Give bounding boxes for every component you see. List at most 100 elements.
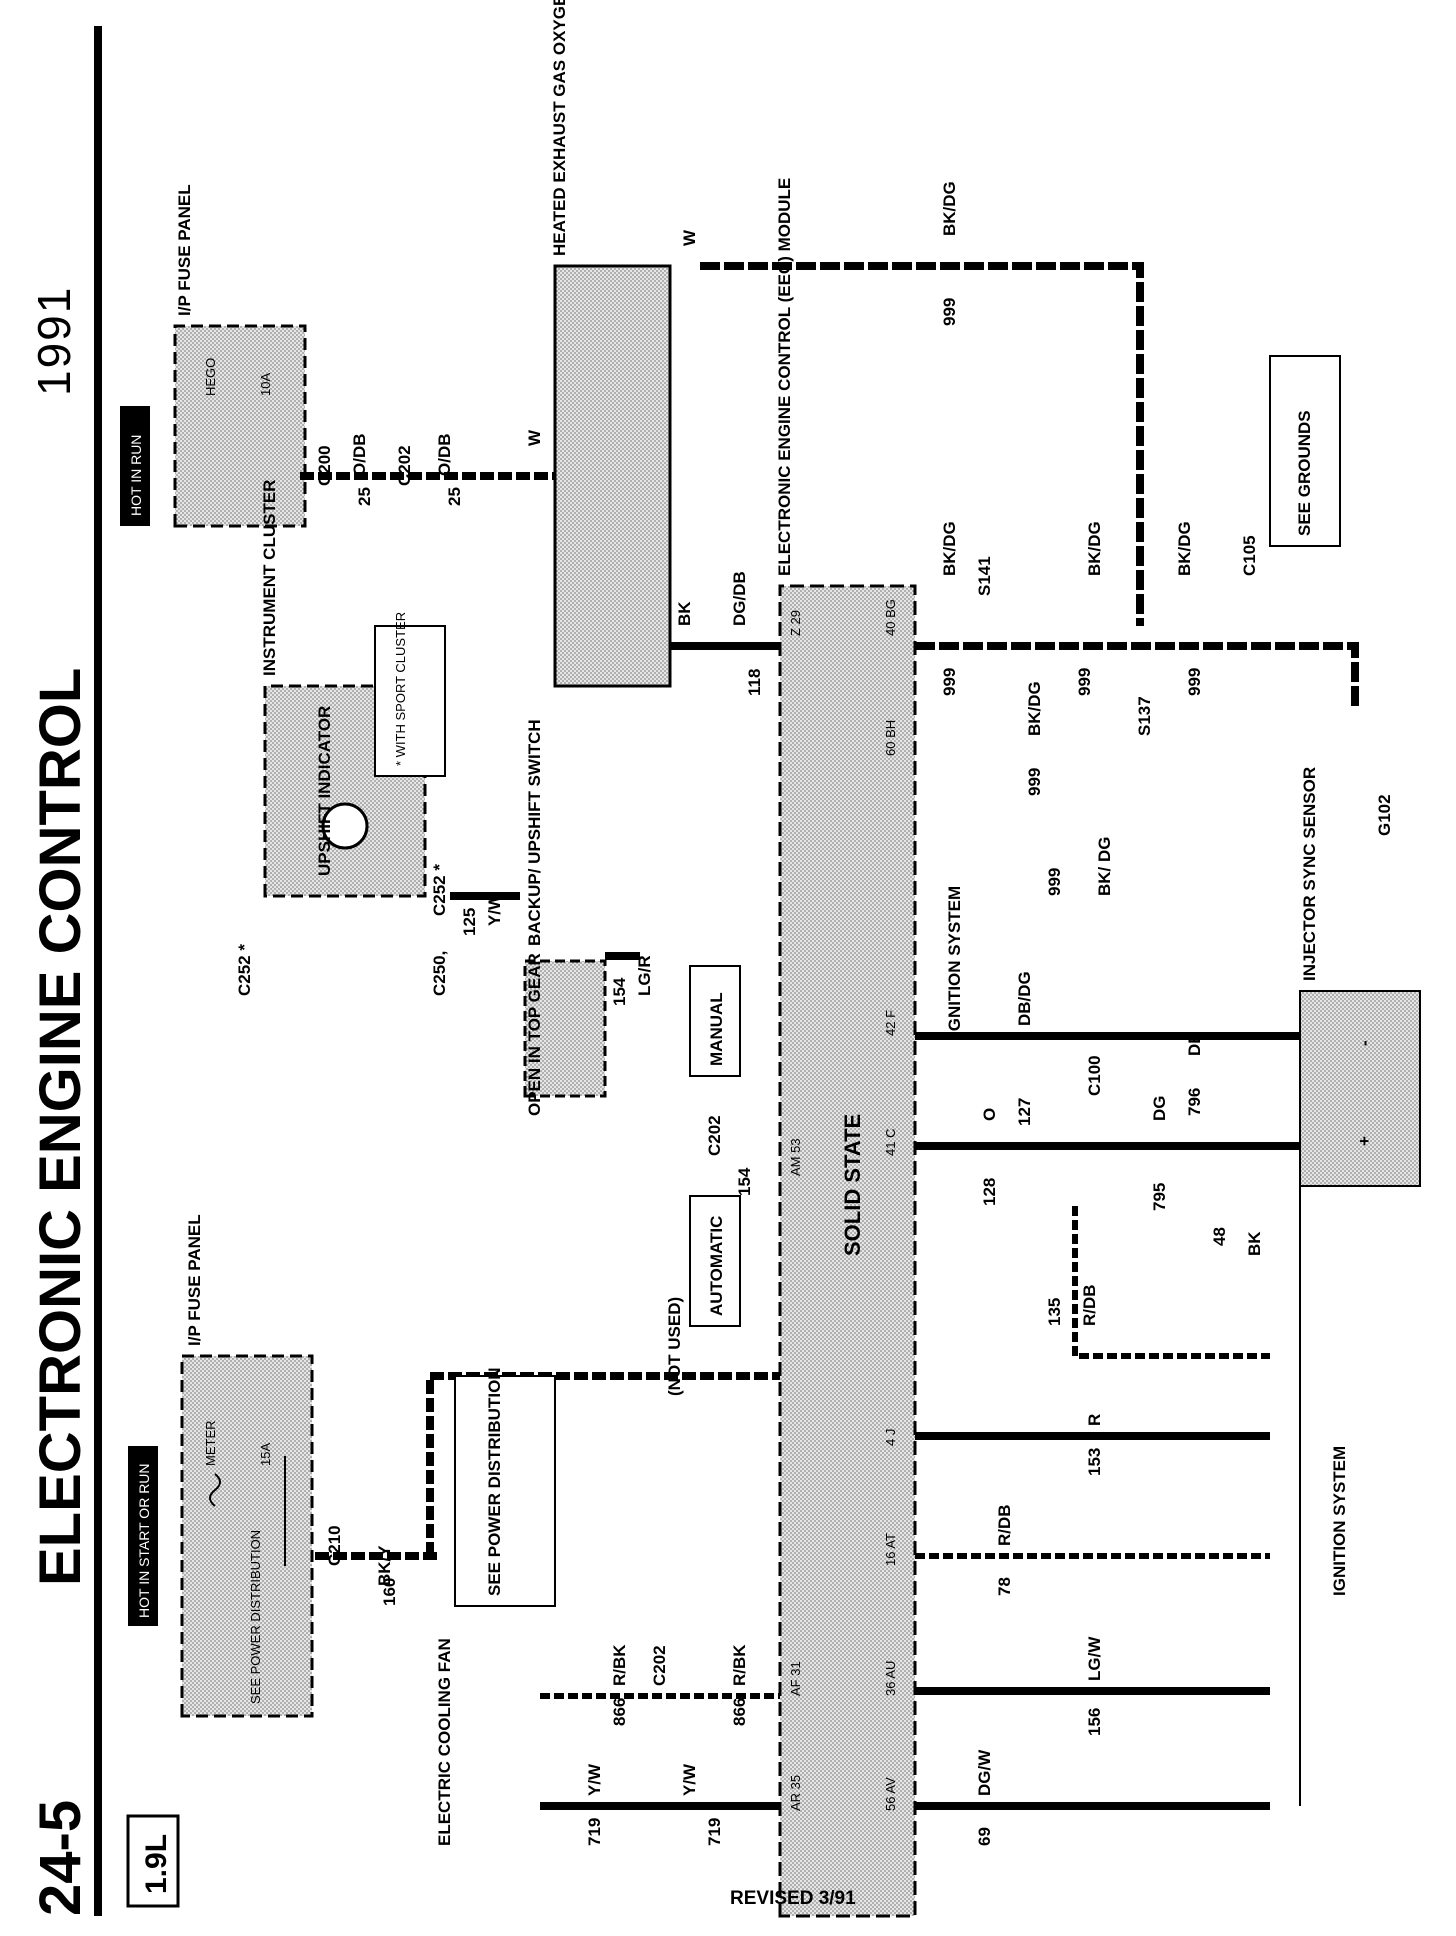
title-rule [94,26,102,1916]
hego-sensor [553,264,672,688]
sport-cluster-box [374,625,446,777]
hot-start-run-label: HOT IN START OR RUN [136,1463,152,1618]
injector-minus: - [1355,1040,1374,1046]
wire-153-color: R [1085,1414,1104,1426]
wire-160-color: BK/Y [375,1545,394,1586]
upshift-indicator-label: UPSHIFT INDICATOR [315,706,334,876]
eec-module [778,584,917,1918]
hego-sensor-label: HEATED EXHAUST GAS OXYGEN (HEGO) SENSOR [550,0,569,256]
year-label: 1991 [28,286,80,396]
ignition-system-a: IGNITION SYSTEM [945,886,964,1036]
wire-154a-circuit: 154 [610,977,629,1006]
wire-999c-color: BK/DG [1025,681,1044,736]
fuse-2-name: HEGO [203,358,218,396]
wire-25b-color: O/DB [435,434,454,477]
not-used-label: (NOT USED) [665,1297,684,1396]
pin-z29: Z 29 [788,610,803,636]
engine-label: 1.9L [140,1834,173,1894]
injector-sync-sensor [1299,990,1421,1187]
page-number: 24-5 [28,1800,93,1916]
backup-switch [523,959,607,1098]
see-power-dist-label: SEE POWER DISTRIBUTION [485,1367,504,1596]
wire-135 [1072,1206,1270,1359]
wire-bk-color: BK [675,601,694,626]
pin-ar35: AR 35 [788,1775,803,1811]
wire-999f-circuit: 999 [1045,868,1064,896]
c105-label: C105 [1240,535,1259,576]
wire-156-color: LG/W [1085,1636,1104,1681]
pin-bh60: 60 BH [883,720,898,756]
ignition-system-b: IGNITION SYSTEM [1330,1446,1349,1596]
pin-av56: 56 AV [883,1777,898,1811]
see-power-dist-small: SEE POWER DISTRIBUTION [248,1530,263,1704]
injector-plus: + [1355,1136,1374,1146]
automatic-box [689,1195,741,1327]
wire-118-color: DG/DB [730,571,749,626]
wire-135-circuit: 135 [1045,1298,1064,1326]
see-grounds-box [1269,355,1341,547]
wire-48-circuit: 48 [1210,1227,1229,1246]
wire-48-color: BK [1245,1231,1264,1256]
c210-label: C210 [325,1525,344,1566]
pin-au36: 36 AU [883,1661,898,1696]
instrument-cluster-label: INSTRUMENT CLUSTER [260,480,279,676]
fuse-panel-1 [180,1354,314,1718]
wire-78-circuit: 78 [995,1577,1014,1596]
wire-154b-circuit: 154 [735,1167,754,1196]
c250-label: C250, [430,951,449,996]
fuse-2-rating: 10A [258,373,273,396]
wire-999b-color: BK/DG [940,521,959,576]
c200-label: C200 [315,445,334,486]
s137-label: S137 [1135,696,1154,736]
wire-125-circuit: 125 [460,908,479,936]
wire-866a-color: R/BK [610,1644,629,1686]
wire-25a-color: O/DB [350,434,369,477]
wire-25b-circuit: 25 [445,487,464,506]
engine-box [126,1814,180,1908]
wire-118-circuit: 118 [745,669,764,696]
pin-f42: 42 F [883,1010,898,1036]
c100-label: C100 [1085,1055,1104,1096]
fuse-panel-1-label: I/P FUSE PANEL [185,1214,204,1346]
wire-999a-circuit: 999 [940,298,959,326]
fuse-1-rating: 15A [258,1443,273,1466]
pin-bg40: 40 BG [883,599,898,636]
revised-date: REVISED 3/91 [730,1888,856,1909]
s141-label: S141 [975,556,994,596]
wire-719a-circuit: 719 [585,1818,604,1846]
wire-w2-color: W [680,229,699,246]
eec-module-body: SOLID STATE [840,1114,865,1256]
open-in-top-gear: OPEN IN TOP GEAR [525,953,544,1116]
wire-719b-circuit: 719 [705,1818,724,1846]
pin-af31: AF 31 [788,1661,803,1696]
wire-69-color: DG/W [975,1749,994,1796]
wire-78-color: R/DB [995,1504,1014,1546]
wire-135-color: R/DB [1080,1284,1099,1326]
wire-999b-circuit: 999 [940,668,959,696]
wire-866a-circuit: 866 [610,1698,629,1726]
page-title: ELECTRONIC ENGINE CONTROL [28,668,93,1586]
wire-154a-color: LG/R [635,955,654,996]
wire-125-color: Y/W [485,893,504,926]
c202-top-label: C202 [395,445,414,486]
wire-153-circuit: 153 [1085,1448,1104,1476]
wire-999c-circuit: 999 [1075,668,1094,696]
wire-719a-color: Y/W [585,1763,604,1796]
c202-low-label: C202 [650,1645,669,1686]
pin-at16: 16 AT [883,1533,898,1566]
manual-label: MANUAL [707,992,726,1066]
see-grounds-label: SEE GROUNDS [1295,410,1314,536]
eec-module-label: ELECTRONIC ENGINE CONTROL (EEC) MODULE [775,178,794,576]
upshift-indicator-icon [321,802,369,850]
c202-mid-label: C202 [705,1115,724,1156]
fuse-panel-2 [173,324,307,528]
g102-label: G102 [1375,794,1394,836]
wire-127-color: DB/DG [1015,971,1034,1026]
wire-999d-color: BK/DG [1085,521,1104,576]
automatic-label: AUTOMATIC [707,1216,726,1316]
c252a-label: C252 * [235,944,254,996]
injector-sync-label: INJECTOR SYNC SENSOR [1300,767,1319,981]
electric-cooling-fan: ELECTRIC COOLING FAN [435,1638,454,1846]
pin-am53: AM 53 [788,1138,803,1176]
wire-25a-circuit: 25 [355,487,374,506]
